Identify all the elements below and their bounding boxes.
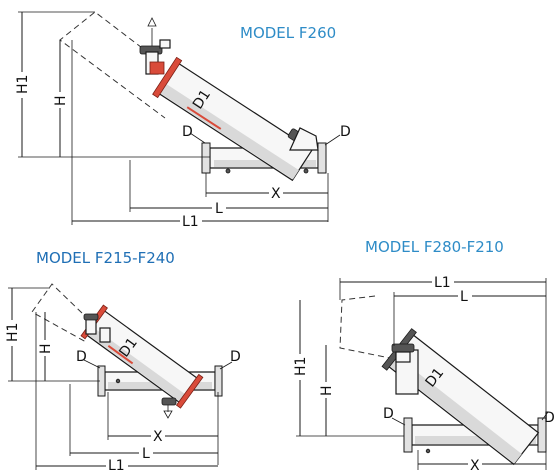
diagram-model-top: MODEL F260 [14, 11, 351, 230]
outlet-flange-left [214, 365, 223, 397]
dim-d-left-left: D [76, 349, 87, 365]
dim-d-left-top: D [182, 124, 193, 140]
dim-h1-left: H1 [5, 323, 21, 342]
dim-x-top: X [271, 186, 281, 202]
dim-h-left: H [38, 343, 54, 354]
dim-h1-right: H1 [293, 357, 309, 376]
diagram-model-right: MODEL F280-F210 H1 H D1 [292, 238, 555, 470]
diagram-model-left: MODEL F215-F240 H1 [4, 249, 241, 470]
dim-d-right-top: D [340, 124, 351, 140]
actuator-left [83, 313, 177, 419]
dim-l-top: L [215, 201, 223, 217]
dim-h-right: H [319, 385, 335, 396]
dim-d-right-right: D [544, 410, 555, 426]
dim-x-right: X [470, 458, 480, 470]
service-envelope-right [339, 295, 391, 359]
model-title-top: MODEL F260 [240, 24, 336, 42]
actuator-top [139, 17, 171, 75]
dim-l1-right: L1 [434, 275, 451, 291]
dim-d-left-right: D [383, 406, 394, 422]
inlet-flange-top [201, 142, 211, 174]
dim-d-right-left: D [230, 349, 241, 365]
dim-x-left: X [153, 429, 163, 445]
dim-l1-left: L1 [108, 458, 125, 470]
outlet-flange-right [537, 417, 547, 453]
dim-l-right: L [460, 289, 468, 305]
filter-housing-right [381, 328, 540, 466]
model-title-left: MODEL F215-F240 [36, 249, 175, 267]
dim-h1-top: H1 [15, 75, 31, 94]
model-title-right: MODEL F280-F210 [365, 238, 504, 256]
dim-h-top: H [53, 95, 69, 106]
outlet-flange-top [317, 142, 327, 174]
inlet-flange-right [403, 417, 413, 453]
dim-l1-top: L1 [182, 214, 199, 230]
actuator-right [391, 343, 415, 363]
service-envelope-top [59, 11, 166, 119]
service-envelope-left [31, 283, 87, 343]
dim-l-left: L [142, 446, 150, 462]
